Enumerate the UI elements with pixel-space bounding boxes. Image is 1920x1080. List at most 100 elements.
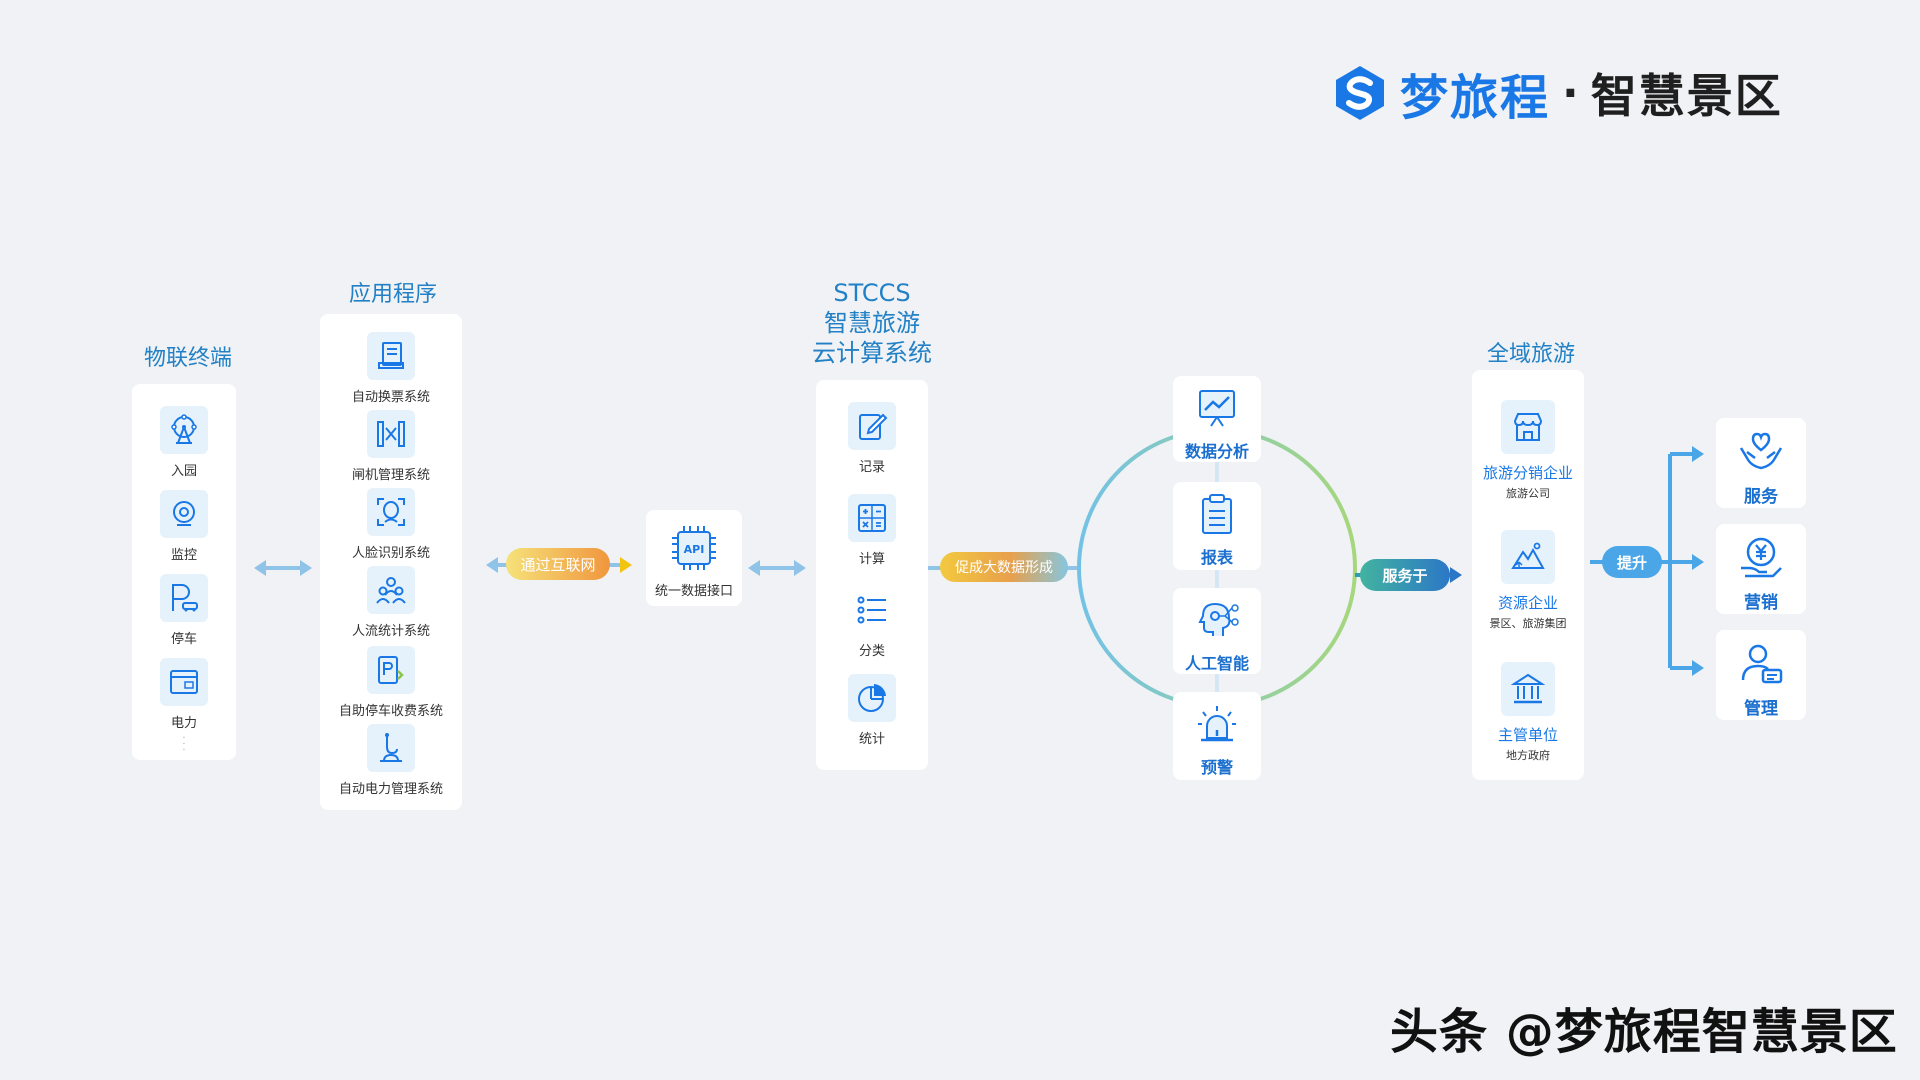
- stccs-title-line: 智慧旅游: [824, 309, 920, 337]
- ferris-wheel-icon: [160, 406, 208, 454]
- mountain-icon: [1501, 530, 1555, 584]
- arrow-iot-apps: [254, 560, 312, 576]
- analysis-card-label: 人工智能: [1184, 654, 1249, 673]
- api-label: 统一数据接口: [654, 584, 733, 599]
- app-item[interactable]: 人流统计系统: [320, 566, 462, 639]
- face-id-icon: [367, 488, 415, 536]
- pill-big-data: 促成大数据形成: [940, 552, 1068, 582]
- stccs-item[interactable]: 统计: [816, 674, 928, 747]
- yuan-coin-icon: [1741, 537, 1782, 578]
- brand: 梦旅程 · 智慧景区: [1330, 58, 1783, 128]
- more-indicator: ···: [182, 733, 186, 756]
- region-item-sub: 景区、旅游集团: [1489, 617, 1567, 630]
- app-item-label: 自动换票系统: [351, 390, 430, 405]
- region-title: 全域旅游: [1486, 342, 1575, 367]
- app-item[interactable]: 闸机管理系统: [320, 410, 462, 483]
- analysis-card[interactable]: 人工智能: [1173, 588, 1261, 674]
- parking-icon: [160, 574, 208, 622]
- analysis-card[interactable]: 数据分析: [1173, 376, 1261, 462]
- parking-pay-icon: [367, 646, 415, 694]
- brand-separator: ·: [1562, 67, 1579, 119]
- list-icon: [848, 586, 896, 634]
- iot-item-label: 电力: [170, 716, 197, 731]
- region-item-sub: 地方政府: [1506, 749, 1550, 762]
- analysis-card-label: 数据分析: [1184, 442, 1249, 461]
- output-card[interactable]: 服务: [1716, 418, 1806, 508]
- pill-serve-label: 服务于: [1382, 566, 1428, 585]
- iot-item-parking[interactable]: 停车: [132, 574, 236, 647]
- stccs-title: STCCS 智慧旅游 云计算系统: [792, 278, 952, 368]
- iot-item-label: 监控: [170, 548, 197, 563]
- alarm-light-icon: [1198, 706, 1236, 742]
- region-panel: 旅游分销企业 旅游公司 资源企业 景区、旅游集团 主管单位 地方政府: [1472, 370, 1584, 780]
- iot-item-entry[interactable]: 入园: [132, 406, 236, 479]
- ai-head-icon: [1198, 602, 1239, 636]
- iot-panel: 入园 监控 停车 电力 ···: [132, 384, 236, 760]
- camera-icon: [160, 490, 208, 538]
- analysis-card-label: 预警: [1200, 758, 1233, 777]
- calculator-icon: [848, 494, 896, 542]
- app-item-label: 人流统计系统: [351, 624, 430, 639]
- people-icon: [367, 566, 415, 614]
- arrow-api-stccs: [748, 560, 806, 576]
- stccs-item[interactable]: 计算: [816, 494, 928, 567]
- app-item-label: 闸机管理系统: [351, 468, 430, 483]
- manager-icon: [1741, 644, 1783, 684]
- stccs-item-label: 记录: [858, 460, 885, 475]
- brand-name: 梦旅程: [1400, 70, 1551, 126]
- stccs-item[interactable]: 分类: [816, 586, 928, 659]
- app-item-label: 自助停车收费系统: [338, 704, 443, 719]
- pill-via-internet-label: 通过互联网: [520, 555, 596, 574]
- pill-big-data-label: 促成大数据形成: [955, 560, 1053, 576]
- api-chip-icon: API: [672, 526, 716, 570]
- region-item[interactable]: 资源企业 景区、旅游集团: [1472, 530, 1584, 631]
- stccs-panel: 记录 计算 分类 统计: [816, 380, 928, 770]
- app-item-label: 人脸识别系统: [351, 546, 430, 561]
- stccs-item-label: 计算: [858, 552, 885, 567]
- stccs-item-label: 分类: [858, 644, 885, 659]
- apps-title: 应用程序: [348, 282, 437, 307]
- iot-item-power[interactable]: 电力: [132, 658, 236, 731]
- api-card[interactable]: API 统一数据接口: [646, 510, 742, 606]
- pill-via-internet: 通过互联网: [506, 548, 610, 580]
- analysis-card[interactable]: 报表: [1173, 482, 1261, 570]
- brand-subtitle: 智慧景区: [1590, 69, 1783, 123]
- output-card-label: 管理: [1744, 699, 1778, 719]
- region-item-title: 旅游分销企业: [1482, 464, 1573, 482]
- app-item[interactable]: 自动换票系统: [320, 332, 462, 405]
- stccs-title-line: STCCS: [833, 279, 911, 307]
- region-item-title: 主管单位: [1497, 726, 1558, 744]
- stccs-item-label: 统计: [858, 732, 885, 747]
- pill-serve: 服务于: [1360, 559, 1450, 591]
- app-item[interactable]: 人脸识别系统: [320, 488, 462, 561]
- iot-item-label: 入园: [170, 464, 197, 479]
- gate-icon: [367, 410, 415, 458]
- power-box-icon: [160, 658, 208, 706]
- analysis-card[interactable]: 预警: [1173, 692, 1261, 780]
- output-card[interactable]: 管理: [1716, 630, 1806, 720]
- app-item[interactable]: 自助停车收费系统: [320, 646, 462, 719]
- edit-icon: [848, 402, 896, 450]
- stccs-title-line: 云计算系统: [812, 339, 932, 367]
- analysis-card-label: 报表: [1200, 548, 1233, 567]
- clipboard-icon: [1202, 494, 1232, 534]
- app-item[interactable]: 自动电力管理系统: [320, 724, 462, 797]
- electric-icon: [367, 724, 415, 772]
- watermark: 头条 @梦旅程智慧景区: [1390, 1004, 1898, 1060]
- output-card-label: 服务: [1744, 487, 1778, 507]
- api-chip-text: API: [684, 543, 705, 556]
- apps-panel: 自动换票系统 闸机管理系统 人脸识别系统 人流统计系统 自助停车收费系统: [320, 314, 462, 810]
- stccs-item[interactable]: 记录: [816, 402, 928, 475]
- pie-chart-icon: [848, 674, 896, 722]
- output-card-label: 营销: [1744, 593, 1778, 613]
- region-item[interactable]: 主管单位 地方政府: [1472, 662, 1584, 763]
- iot-item-monitor[interactable]: 监控: [132, 490, 236, 563]
- government-icon: [1501, 662, 1555, 716]
- iot-title: 物联终端: [143, 346, 232, 371]
- region-item[interactable]: 旅游分销企业 旅游公司: [1472, 400, 1584, 501]
- output-card[interactable]: 营销: [1716, 524, 1806, 614]
- region-item-title: 资源企业: [1497, 594, 1558, 612]
- shop-icon: [1501, 400, 1555, 454]
